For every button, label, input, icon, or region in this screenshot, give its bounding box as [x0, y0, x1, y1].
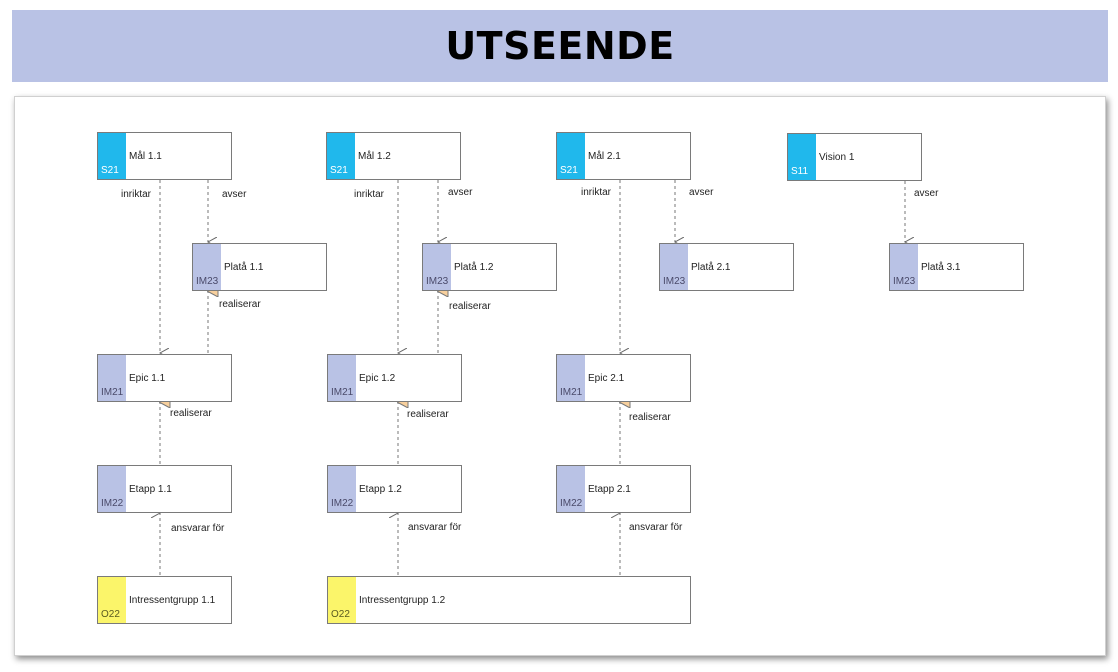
- strategy-strip: [788, 134, 816, 180]
- relation-label-avser-3: avser: [689, 187, 714, 198]
- node-code: S11: [791, 166, 809, 177]
- relation-label-realiserar-2a: realiserar: [449, 301, 491, 312]
- node-intressentgrupp-1-1[interactable]: O22 Intressentgrupp 1.1: [97, 576, 232, 624]
- node-code: S21: [101, 165, 119, 176]
- implementation-strip: [557, 355, 585, 401]
- node-label: Intressentgrupp 1.2: [359, 595, 446, 606]
- node-code: IM22: [101, 498, 124, 509]
- implementation-strip: [890, 244, 918, 290]
- node-vision-1[interactable]: S11 Vision 1: [787, 133, 922, 181]
- node-code: IM23: [893, 276, 916, 287]
- node-code: S21: [560, 165, 578, 176]
- strategy-strip: [98, 133, 126, 179]
- connector-layer: [15, 180, 1105, 575]
- node-label: Platå 3.1: [921, 262, 961, 273]
- node-plata-2-1[interactable]: IM23 Platå 2.1: [659, 243, 794, 291]
- diagram-canvas: S21 Mål 1.1 S21 Mål 1.2 S21 Mål 2.1 S11 …: [14, 96, 1106, 656]
- node-label: Mål 2.1: [588, 151, 621, 162]
- relation-label-inriktar-1: inriktar: [121, 189, 152, 200]
- node-mal-2-1[interactable]: S21 Mål 2.1: [556, 132, 691, 180]
- node-code: IM23: [196, 276, 219, 287]
- other-strip: [98, 577, 126, 623]
- implementation-strip: [557, 466, 585, 512]
- node-label: Vision 1: [819, 152, 855, 163]
- node-code: IM22: [331, 498, 354, 509]
- node-label: Platå 1.1: [224, 262, 264, 273]
- node-code: IM21: [101, 387, 124, 398]
- node-etapp-2-1[interactable]: IM22 Etapp 2.1: [556, 465, 691, 513]
- implementation-strip: [660, 244, 688, 290]
- relation-label-ansvarar-2: ansvarar för: [408, 522, 462, 533]
- node-etapp-1-2[interactable]: IM22 Etapp 1.2: [327, 465, 462, 513]
- node-code: IM22: [560, 498, 583, 509]
- strategy-strip: [557, 133, 585, 179]
- node-label: Epic 1.2: [359, 373, 396, 384]
- node-mal-1-1[interactable]: S21 Mål 1.1: [97, 132, 232, 180]
- node-label: Etapp 1.2: [359, 484, 402, 495]
- node-label: Epic 1.1: [129, 373, 166, 384]
- implementation-strip: [423, 244, 451, 290]
- node-label: Platå 2.1: [691, 262, 731, 273]
- relation-label-inriktar-3: inriktar: [581, 187, 612, 198]
- node-code: O22: [101, 609, 120, 620]
- node-plata-3-1[interactable]: IM23 Platå 3.1: [889, 243, 1024, 291]
- node-epic-1-2[interactable]: IM21 Epic 1.2: [327, 354, 462, 402]
- node-etapp-1-1[interactable]: IM22 Etapp 1.1: [97, 465, 232, 513]
- relation-label-inriktar-2: inriktar: [354, 189, 385, 200]
- implementation-strip: [98, 466, 126, 512]
- node-label: Etapp 1.1: [129, 484, 172, 495]
- node-label: Mål 1.1: [129, 151, 162, 162]
- strategy-strip: [327, 133, 355, 179]
- node-label: Platå 1.2: [454, 262, 494, 273]
- node-label: Mål 1.2: [358, 151, 391, 162]
- node-code: IM21: [331, 387, 354, 398]
- node-epic-2-1[interactable]: IM21 Epic 2.1: [556, 354, 691, 402]
- node-plata-1-1[interactable]: IM23 Platå 1.1: [192, 243, 327, 291]
- relation-label-ansvarar-3: ansvarar för: [629, 522, 683, 533]
- implementation-strip: [193, 244, 221, 290]
- node-mal-1-2[interactable]: S21 Mål 1.2: [326, 132, 461, 180]
- relation-label-avser-2: avser: [448, 187, 473, 198]
- relation-label-realiserar-2b: realiserar: [407, 409, 449, 420]
- node-epic-1-1[interactable]: IM21 Epic 1.1: [97, 354, 232, 402]
- implementation-strip: [328, 355, 356, 401]
- relation-label-realiserar-1a: realiserar: [219, 299, 261, 310]
- implementation-strip: [328, 466, 356, 512]
- relation-label-realiserar-1b: realiserar: [170, 408, 212, 419]
- implementation-strip: [98, 355, 126, 401]
- relation-label-avser-4: avser: [914, 188, 939, 199]
- relation-label-realiserar-3: realiserar: [629, 412, 671, 423]
- relation-label-ansvarar-1: ansvarar för: [171, 523, 225, 534]
- node-code: IM23: [663, 276, 686, 287]
- node-label: Intressentgrupp 1.1: [129, 595, 216, 606]
- relation-label-avser-1: avser: [222, 189, 247, 200]
- node-code: S21: [330, 165, 348, 176]
- node-plata-1-2[interactable]: IM23 Platå 1.2: [422, 243, 557, 291]
- node-code: IM23: [426, 276, 449, 287]
- node-intressentgrupp-1-2[interactable]: O22 Intressentgrupp 1.2: [327, 576, 691, 624]
- node-label: Epic 2.1: [588, 373, 625, 384]
- header-bar: UTSEENDE: [12, 10, 1108, 82]
- other-strip: [328, 577, 356, 623]
- page-title: UTSEENDE: [445, 24, 675, 68]
- node-label: Etapp 2.1: [588, 484, 631, 495]
- node-code: O22: [331, 609, 350, 620]
- node-code: IM21: [560, 387, 583, 398]
